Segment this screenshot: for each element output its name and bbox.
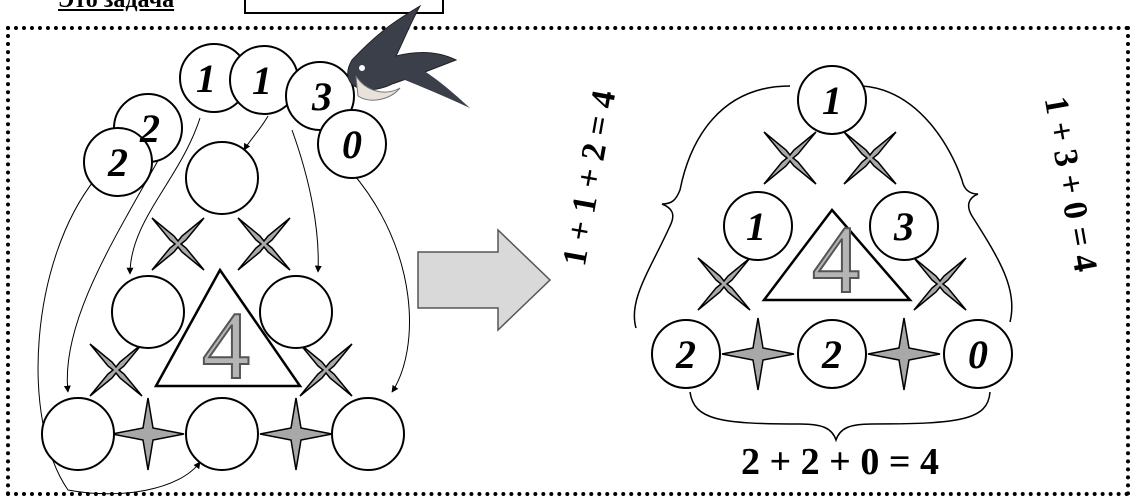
slot-bottom-left-value: 2 [675,332,696,377]
empty-slot-bottom-mid [185,397,259,471]
cross-icon [299,343,353,397]
digit: 3 [311,74,332,119]
slot-bottom-left [651,319,721,389]
slot-bottom-right [943,319,1013,389]
slot-top-value: 1 [822,78,842,123]
equation-left: 1 + 1 + 2 = 4 [556,88,623,269]
empty-slot-right [259,275,333,349]
answer-box [244,0,444,14]
digit: 1 [252,58,272,103]
equation-bottom: 2 + 2 + 0 = 4 [741,441,939,483]
empty-slot-bottom-left [41,397,115,471]
center-triangle [153,267,303,388]
digit: 1 [196,56,216,101]
swallow-bird-icon [347,4,470,108]
digit: 0 [342,122,362,167]
center-triangle [761,208,913,302]
center-number: 4 [812,206,860,313]
empty-slot-bottom-right [331,397,405,471]
plus-icon [111,397,185,471]
slot-bottom-right-value: 0 [968,332,988,377]
plus-icon [867,317,941,391]
empty-slot-left [111,275,185,349]
empty-slot-top [185,141,259,215]
page-title: Это задача [58,0,175,13]
cross-icon [843,131,897,185]
slot-top [797,65,867,135]
right-arrow-icon [417,228,552,332]
slot-right-value: 3 [893,204,914,249]
cross-icon [913,257,967,311]
digit: 2 [107,140,128,185]
brace-lines [633,85,1013,443]
slot-left-value: 1 [746,204,766,249]
puzzle-frame [6,26,1130,496]
left-puzzle: 4 2 2 1 1 3 0 [37,4,470,495]
slot-bottom-mid [797,319,867,389]
cross-icon [151,217,205,271]
digit-chain: 2 2 1 1 3 0 [83,43,387,197]
slot-bottom-mid-value: 2 [821,332,842,377]
cross-icon [697,257,751,311]
cross-icon [763,131,817,185]
slot-right [869,191,939,261]
right-solution: 4 1 1 3 2 2 0 1 + 1 + 2 = 4 1 + 3 + 0 = … [556,65,1104,483]
center-number: 4 [202,292,250,399]
digit: 2 [139,106,160,151]
cross-icon [89,343,143,397]
slot-left [723,191,793,261]
cross-icon [237,217,291,271]
plus-icon [721,317,795,391]
equation-right: 1 + 3 + 0 = 4 [1037,94,1104,275]
plus-icon [259,397,333,471]
